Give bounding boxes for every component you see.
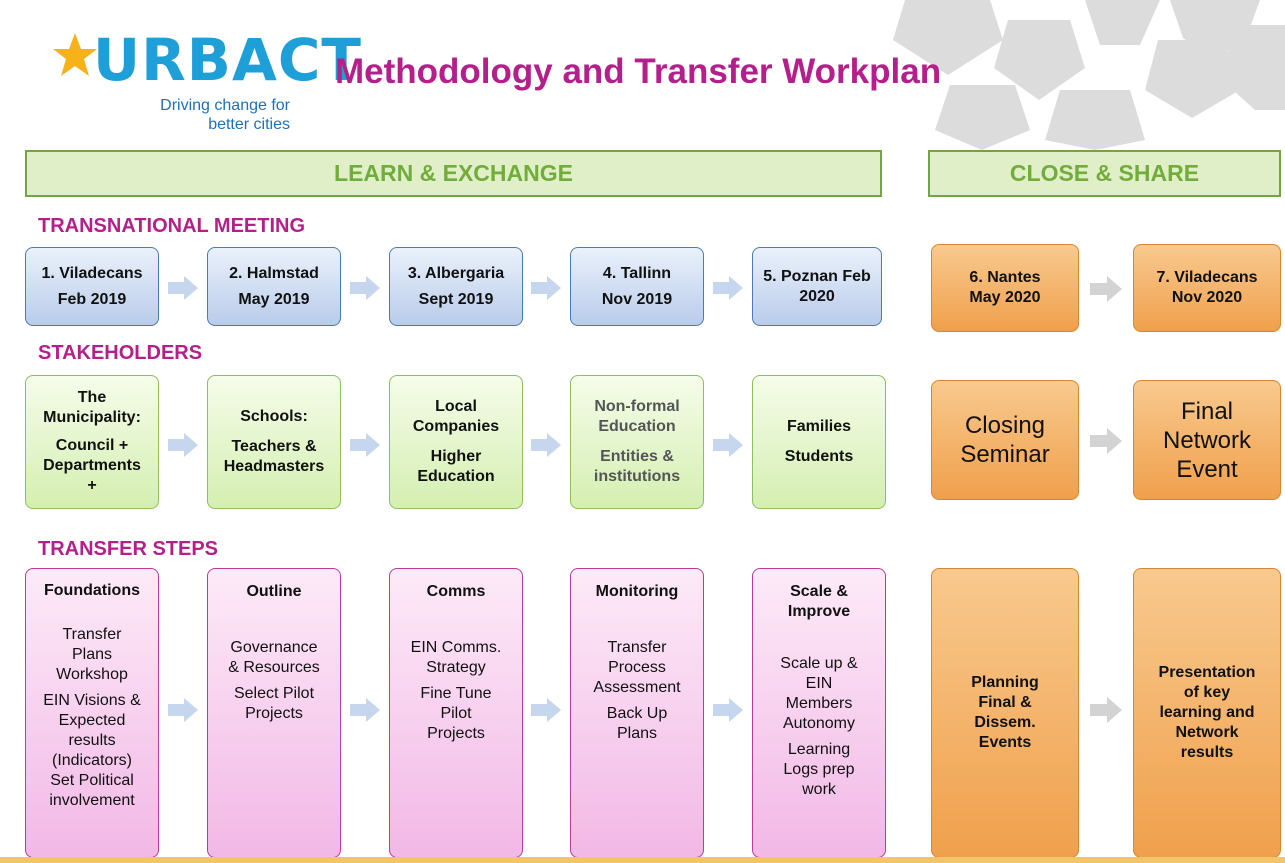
star-icon <box>53 33 97 76</box>
arrow-right-icon <box>350 698 380 722</box>
arrow-right-icon <box>713 698 743 722</box>
logo-tagline: Driving change for better cities <box>160 97 290 133</box>
logo-text: URBACT <box>93 26 362 94</box>
arrow-right-icon <box>168 433 198 457</box>
arrow-right-icon <box>1090 276 1122 302</box>
arrow-right-icon <box>531 698 561 722</box>
arrow-right-icon <box>713 433 743 457</box>
bottom-divider <box>0 857 1285 863</box>
section-stakeholders: STAKEHOLDERS <box>38 342 203 364</box>
arrow-right-icon <box>713 276 743 300</box>
arrow-right-icon <box>350 433 380 457</box>
step-box: Outline Governance& Resources Select Pil… <box>207 568 341 858</box>
pentagon-decoration <box>893 0 1285 150</box>
section-transfer-steps: TRANSFER STEPS <box>38 538 219 560</box>
arrow-right-icon <box>531 276 561 300</box>
arrow-right-icon <box>168 276 198 300</box>
phase-learn-exchange: LEARN & EXCHANGE <box>25 150 882 197</box>
section-transnational-meeting: TRANSNATIONAL MEETING <box>38 215 306 237</box>
page-title: Methodology and Transfer Workplan <box>335 52 942 91</box>
arrow-right-icon <box>1090 697 1122 723</box>
stakeholder-box: Schools: Teachers &Headmasters <box>207 375 341 509</box>
phase-close-share: CLOSE & SHARE <box>928 150 1281 197</box>
arrow-right-icon <box>1090 428 1122 454</box>
arrow-right-icon <box>168 698 198 722</box>
arrow-right-icon <box>531 433 561 457</box>
arrow-right-icon <box>350 276 380 300</box>
